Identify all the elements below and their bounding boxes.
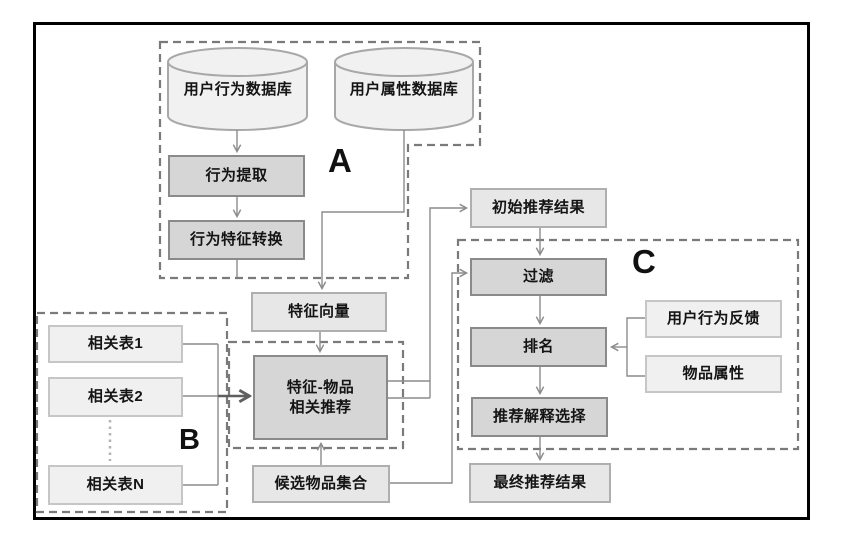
node-item-attributes: 物品属性: [645, 355, 782, 393]
node-behavior-extraction: 行为提取: [168, 155, 305, 197]
node-initial-results: 初始推荐结果: [470, 188, 607, 228]
region-b-outline: [35, 311, 229, 514]
node-related-table-n: 相关表N: [48, 465, 183, 505]
node-user-feedback: 用户行为反馈: [645, 300, 782, 338]
node-ranking: 排名: [470, 327, 607, 367]
region-a-outline: [158, 40, 482, 280]
node-related-table-1: 相关表1: [48, 325, 183, 363]
node-related-table-2: 相关表2: [48, 377, 183, 417]
feature-item-rec-line2: 相关推荐: [289, 398, 352, 416]
node-feature-item-rec: 特征-物品 相关推荐: [253, 355, 388, 440]
edge-core-to-initial: [388, 208, 466, 399]
user-attr-db-cylinder: [334, 47, 474, 131]
node-user-attr-db: 用户属性数据库: [349, 81, 459, 99]
node-filter: 过滤: [470, 258, 607, 296]
node-candidate-items: 候选物品集合: [252, 465, 390, 503]
region-a-label: A: [328, 142, 352, 179]
edge-candidates-to-filter: [390, 268, 469, 484]
node-behavior-feature-conversion: 行为特征转换: [168, 220, 305, 260]
region-c-label: C: [632, 243, 656, 280]
node-final-results: 最终推荐结果: [469, 463, 611, 503]
feature-item-rec-line1: 特征-物品: [286, 379, 355, 396]
region-c-outline: [456, 238, 800, 451]
node-explanation-selection: 推荐解释选择: [471, 397, 608, 437]
node-user-behavior-db: 用户行为数据库: [183, 81, 293, 99]
edge-feedback-attr-bracket: [626, 317, 645, 377]
node-feature-vector: 特征向量: [251, 292, 387, 332]
region-b-label: B: [179, 424, 200, 456]
edge-attrdb-to-featurevector: [317, 130, 405, 291]
